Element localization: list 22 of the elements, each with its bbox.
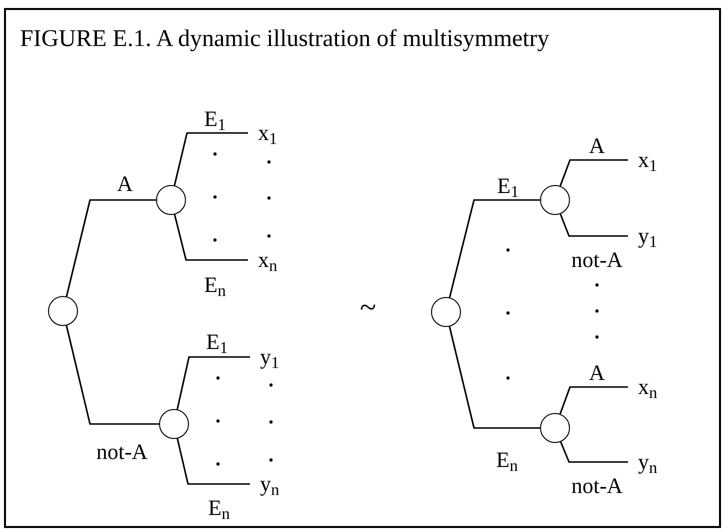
figure-title: FIGURE E.1. A dynamic illustration of multisymmetry [20, 25, 550, 54]
outcome-label: x$_{n}$ [248, 248, 278, 272]
tree-branch [559, 386, 628, 414]
tree-branch [176, 438, 250, 485]
tree-branch [448, 199, 540, 298]
tree-branch [176, 356, 250, 410]
tree-branch [66, 199, 156, 297]
outcome-label: x$_{n}$ [628, 375, 658, 399]
tree-branch [174, 132, 248, 186]
tree-branch [560, 159, 628, 186]
outcome-label: y$_{n}$ [628, 450, 658, 474]
tree-branch [560, 442, 628, 463]
tree-branch [448, 326, 540, 429]
tree-branch [560, 214, 628, 237]
tree-branch [174, 214, 248, 261]
tree-branch [66, 325, 159, 425]
outcome-label: x$_{1}$ [248, 121, 278, 145]
equivalence-sign: ~ [360, 293, 376, 323]
outcome-label: x$_{1}$ [628, 148, 658, 172]
outcome-label: y$_{1}$ [628, 224, 658, 248]
outcome-label: y$_{1}$ [250, 345, 280, 369]
outcome-label: y$_{n}$ [250, 472, 280, 496]
